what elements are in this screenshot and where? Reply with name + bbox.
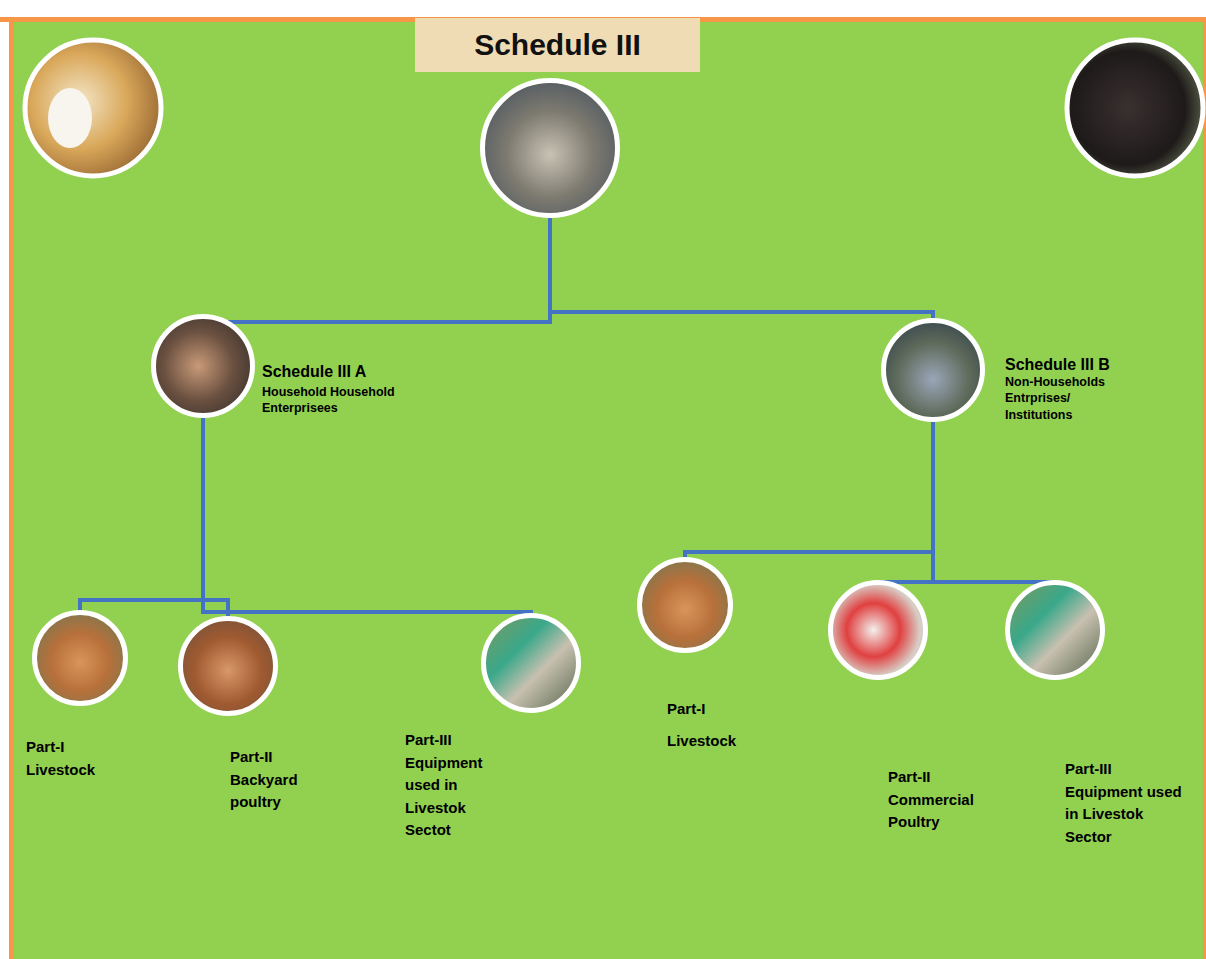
diagram-title: Schedule III xyxy=(415,18,700,72)
corner-photo xyxy=(25,40,161,176)
schedule-circle: Part-I Livestock xyxy=(637,557,733,653)
part-label: Part-II Commercial Poultry xyxy=(888,766,980,834)
schedule-name: Schedule III A xyxy=(262,362,432,382)
schedule-scope: Household Household Enterprisees xyxy=(262,384,432,417)
tree-connector xyxy=(685,422,933,557)
tree-connector xyxy=(933,422,1055,582)
tree-connector xyxy=(203,418,531,613)
schedule-circle: Schedule III xyxy=(480,78,620,218)
corner-photo xyxy=(1067,40,1203,176)
tree-connector xyxy=(550,218,933,318)
schedule-circle: Schedule III AHousehold Household Enterp… xyxy=(151,314,255,418)
photo-circle xyxy=(480,78,620,218)
part-label: Part-III Equipment used in Livestok Sect… xyxy=(1065,758,1189,848)
part-label: Part-III Equipment used in Livestok Sect… xyxy=(405,729,493,842)
schedule-circle: Part-II Commercial Poultry xyxy=(828,580,928,680)
schedule-circle: Part-II Backyard poultry xyxy=(178,616,278,716)
orange-rule xyxy=(9,17,14,959)
photo-circle xyxy=(1005,580,1105,680)
schedule-circle: Part-III Equipment used in Livestok Sect… xyxy=(1005,580,1105,680)
part-label: Part-I Livestock xyxy=(26,736,116,781)
schedule-circle: Part-III Equipment used in Livestok Sect… xyxy=(481,613,581,713)
photo-circle xyxy=(881,318,985,422)
photo-circle xyxy=(32,610,128,706)
schedule-circle: Part-I Livestock xyxy=(32,610,128,706)
photo-circle xyxy=(481,613,581,713)
part-label: Part-II Backyard poultry xyxy=(230,746,320,814)
schedule-circle: Schedule III BNon-Households Entrprises/… xyxy=(881,318,985,422)
tree-connector xyxy=(203,218,550,322)
green-ground xyxy=(13,22,1204,959)
part-label: Part-I Livestock xyxy=(667,693,747,758)
photo-circle xyxy=(151,314,255,418)
tree-connector xyxy=(878,422,933,582)
schedule-name: Schedule III B xyxy=(1005,355,1185,375)
photo-circle xyxy=(828,580,928,680)
schedule-scope: Non-Households Entrprises/ Institutions xyxy=(1005,374,1125,423)
tree-connector xyxy=(80,418,203,610)
orange-rule xyxy=(1203,17,1206,959)
photo-circle xyxy=(178,616,278,716)
photo-circle xyxy=(637,557,733,653)
tree-connector xyxy=(203,418,228,616)
